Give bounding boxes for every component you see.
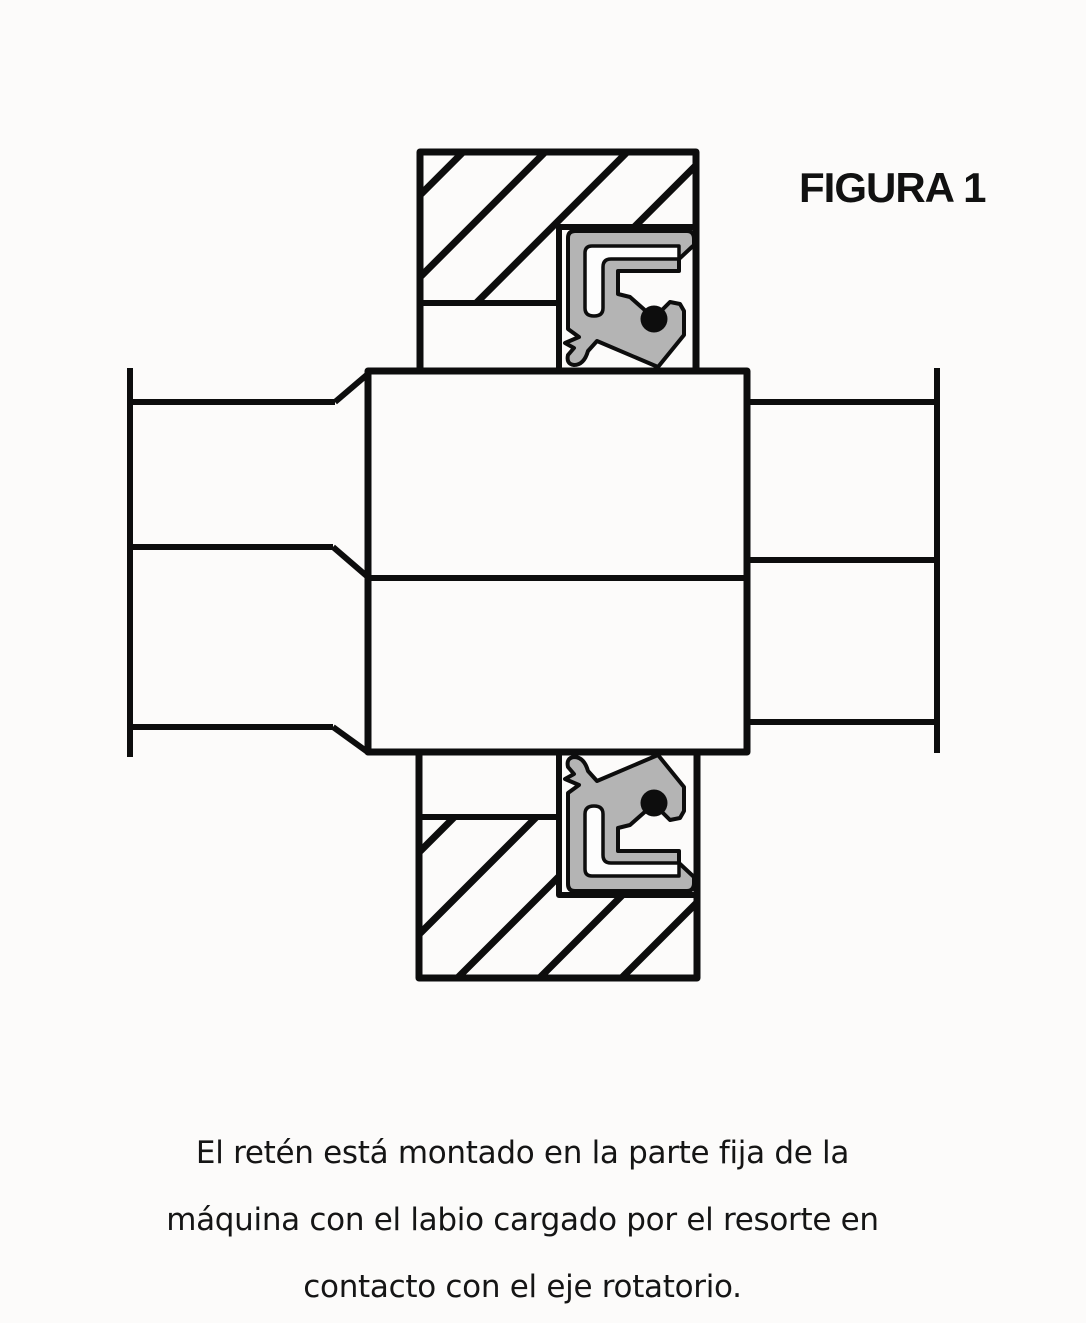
figure-caption: El retén está montado en la parte fija d…: [60, 1120, 985, 1321]
seal-bottom: [563, 753, 696, 893]
caption-line-2: máquina con el labio cargado por el reso…: [166, 1202, 879, 1238]
shaft: [127, 367, 940, 757]
garter-spring-icon: [640, 789, 668, 817]
housing-bottom-outline: [415, 752, 701, 982]
housing-block-bottom: [415, 752, 701, 982]
seal-top-case-channel: [583, 244, 681, 318]
caption-line-3: contacto con el eje rotatorio.: [303, 1269, 742, 1305]
housing-top-outline: [416, 148, 700, 371]
seal-top: [563, 229, 696, 369]
shaft-central-collar: [364, 367, 751, 756]
garter-spring-icon: [640, 305, 668, 333]
figure-title: FIGURA 1: [799, 164, 986, 211]
caption-line-1: El retén está montado en la parte fija d…: [195, 1135, 850, 1171]
seal-bottom-case-channel: [583, 804, 681, 878]
housing-block-top: [416, 148, 700, 371]
